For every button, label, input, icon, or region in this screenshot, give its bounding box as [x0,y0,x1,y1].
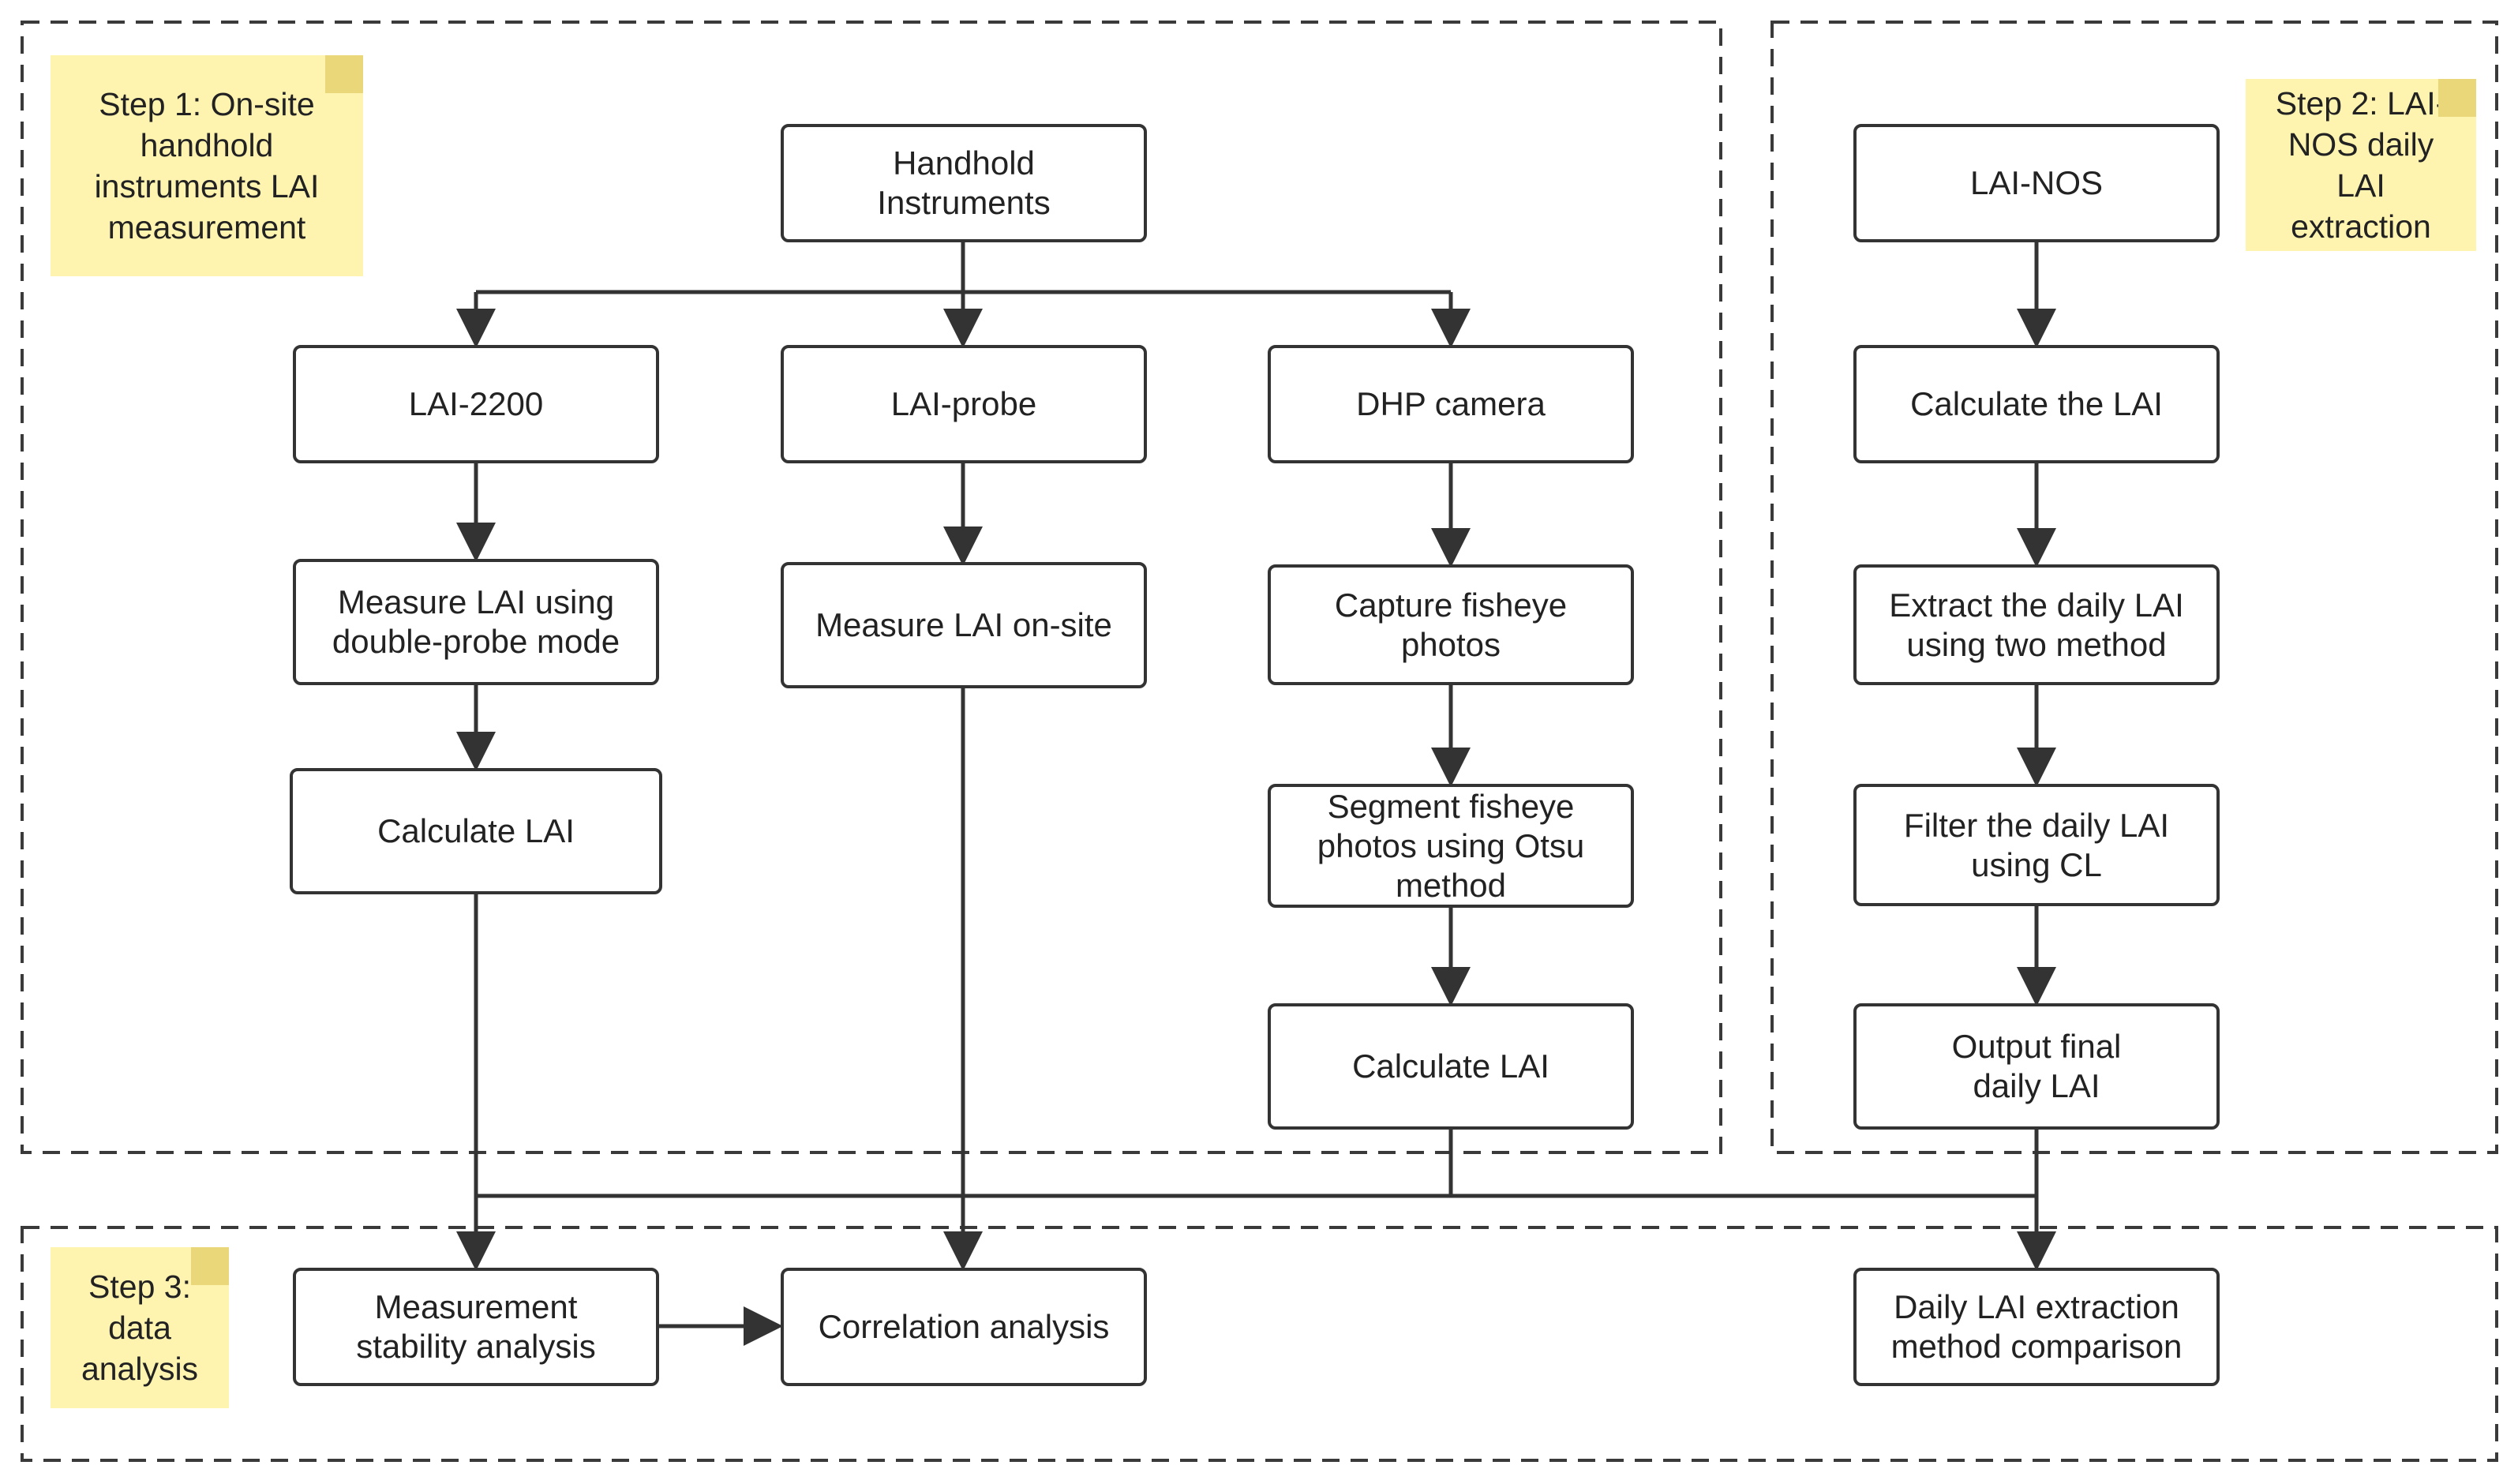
step1-region [21,21,1722,1154]
step1-note: Step 1: On-site handhold instruments LAI… [51,55,363,276]
step2-region [1770,21,2498,1154]
node-segment-fisheye: Segment fisheye photos using Otsu method [1268,784,1634,908]
node-correlation-analysis: Correlation analysis [781,1268,1147,1386]
step3-note: Step 3: data analysis [51,1247,229,1408]
node-calculate-the-lai: Calculate the LAI [1853,345,2220,463]
line-output-to-left [1451,1130,2039,1198]
node-stability-analysis: Measurement stability analysis [293,1268,659,1386]
node-extract-daily: Extract the daily LAI using two method [1853,564,2220,685]
node-measure-double-probe: Measure LAI using double-probe mode [293,559,659,685]
node-calculate-lai-dhp: Calculate LAI [1268,1003,1634,1130]
node-capture-fisheye: Capture fisheye photos [1268,564,1634,685]
node-dhp-camera: DHP camera [1268,345,1634,463]
node-filter-daily: Filter the daily LAI using CL [1853,784,2220,906]
node-calculate-lai-2200: Calculate LAI [290,768,662,894]
node-lai-2200: LAI-2200 [293,345,659,463]
step3-region [21,1226,2498,1462]
node-lai-probe: LAI-probe [781,345,1147,463]
node-output-final: Output final daily LAI [1853,1003,2220,1130]
step2-note: Step 2: LAI- NOS daily LAI extraction [2246,79,2476,251]
node-handheld-instruments: Handhold Instruments [781,124,1147,242]
node-lai-nos: LAI-NOS [1853,124,2220,242]
node-measure-onsite: Measure LAI on-site [781,562,1147,688]
node-method-comparison: Daily LAI extraction method comparison [1853,1268,2220,1386]
